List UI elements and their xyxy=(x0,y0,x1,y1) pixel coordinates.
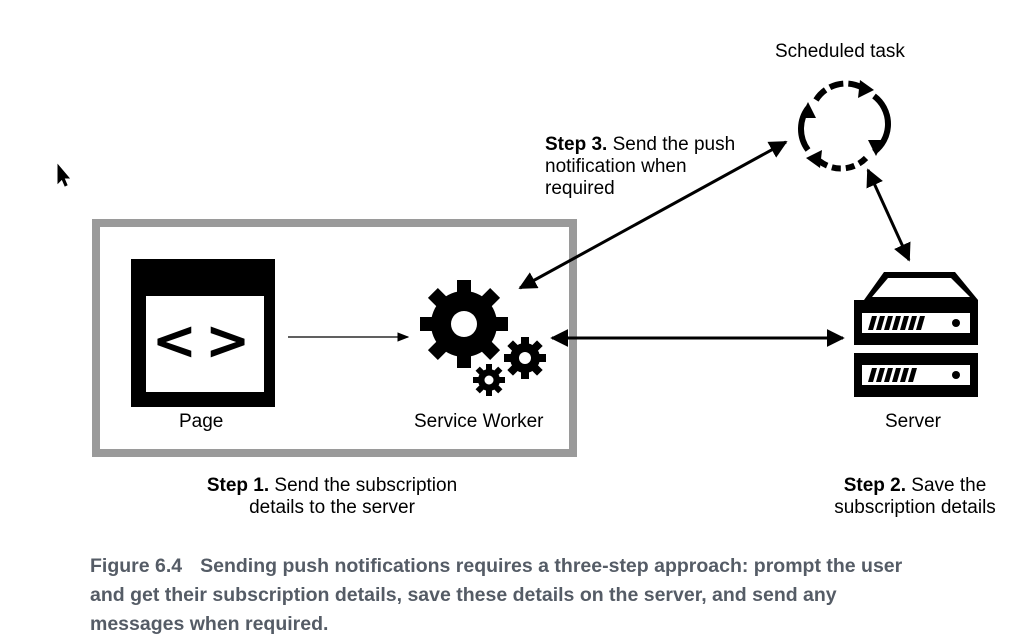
step3-line1: Send the push xyxy=(612,134,736,155)
caption-line3: messages when required. xyxy=(90,613,329,635)
browser-page-icon xyxy=(131,259,275,407)
server-label: Server xyxy=(885,411,941,432)
step1-line2: details to the server xyxy=(249,497,415,518)
caption-line1: Sending push notifications requires a th… xyxy=(200,555,903,577)
step3-line2: notification when xyxy=(545,156,687,177)
task-server-arrow xyxy=(866,168,911,262)
figure-caption: Figure 6.4 Sending push notifications req… xyxy=(90,552,1010,639)
worker-task-arrow xyxy=(518,140,788,290)
step3-text: Step 3. Send the push notification when … xyxy=(545,134,735,200)
step1-line1: Send the subscription xyxy=(274,475,458,496)
code-brackets-icon: <> xyxy=(151,309,259,372)
cycle-icon xyxy=(798,80,891,172)
step1-text: Step 1. Send the subscription details to… xyxy=(182,475,482,519)
cursor-icon xyxy=(57,163,71,187)
service-worker-label: Service Worker xyxy=(414,411,544,432)
step3-title: Step 3. xyxy=(545,134,608,155)
step2-title: Step 2. xyxy=(843,475,907,496)
step3-line3: required xyxy=(545,178,615,199)
step2-line1: Save the xyxy=(911,475,987,496)
gears-icon xyxy=(420,280,546,396)
scheduled-task-label: Scheduled task xyxy=(775,41,905,62)
page-label: Page xyxy=(179,411,224,432)
caption-line2: and get their subscription details, save… xyxy=(90,584,837,606)
figure-number: Figure 6.4 xyxy=(90,555,183,577)
step1-title: Step 1. xyxy=(206,475,270,496)
server-icon xyxy=(854,272,978,397)
step2-text: Step 2. Save the subscription details xyxy=(820,475,1010,519)
step2-line2: subscription details xyxy=(834,497,996,518)
